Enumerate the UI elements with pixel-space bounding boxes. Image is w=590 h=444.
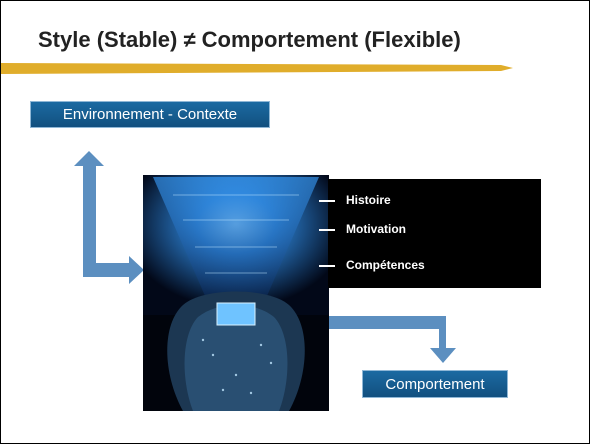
up-arrow-icon [74, 151, 104, 271]
head-brain-illustration [143, 175, 329, 411]
right-arrow-icon [83, 256, 144, 284]
behavior-box: Comportement [362, 370, 508, 398]
layer-label-skills: Compétences [346, 258, 425, 272]
layer-label-motivation: Motivation [346, 222, 406, 236]
layer-label-history: Histoire [346, 193, 391, 207]
layer-marker [319, 200, 335, 202]
down-arrow-icon [323, 316, 456, 363]
layers-panel [328, 179, 541, 288]
title-underline-bar [1, 63, 513, 74]
environment-context-box: Environnement - Contexte [30, 101, 270, 128]
layer-marker [319, 265, 335, 267]
layer-marker [319, 229, 335, 231]
slide-title: Style (Stable) ≠ Comportement (Flexible) [38, 27, 461, 52]
